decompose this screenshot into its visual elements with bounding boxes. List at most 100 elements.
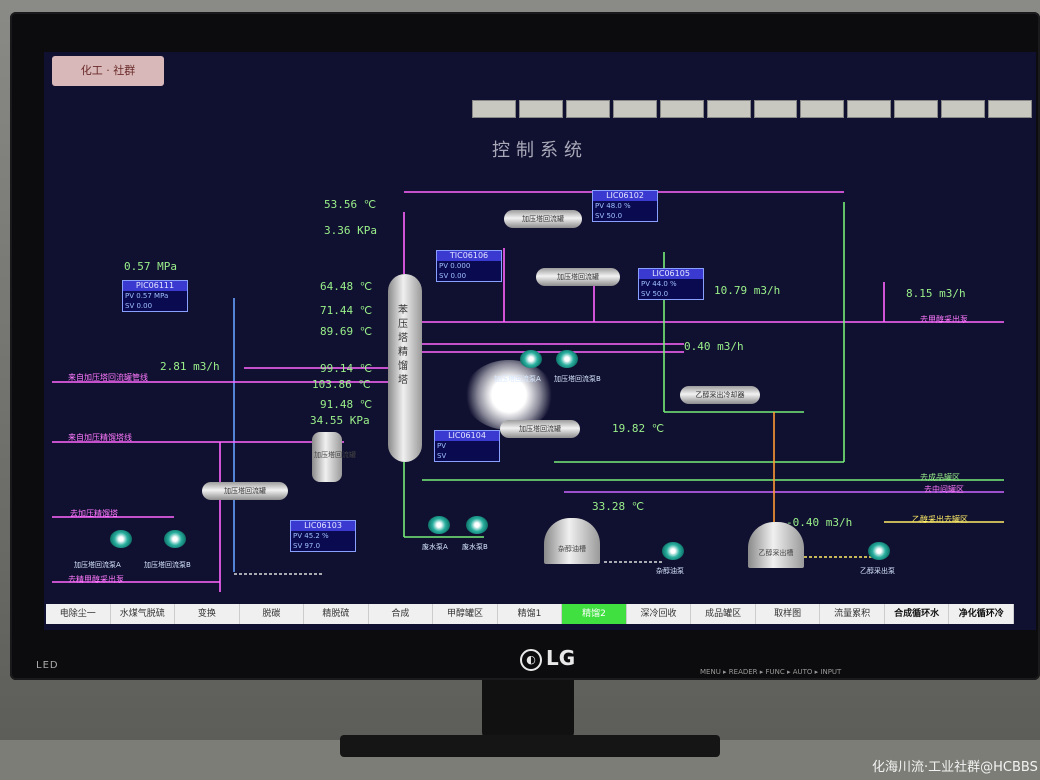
toolbar-button[interactable] [753, 100, 798, 118]
tank-label: 杂醇油槽 [558, 545, 586, 553]
tag-pv: PV 0.57 MPa [125, 292, 169, 300]
tag-name: TIC06106 [437, 251, 501, 261]
fusel-oil-tank[interactable]: 杂醇油槽 [544, 518, 600, 564]
tray-temp-6: 91.48 ℃ [320, 398, 373, 411]
pump-label: 乙醇采出泵 [860, 567, 895, 575]
toolbar-button[interactable] [472, 100, 516, 118]
monitor-stand-base [340, 735, 720, 757]
right-out-label: 去甲醇采出泵 [920, 315, 968, 324]
right-out-label: 去中间罐区 [924, 485, 964, 494]
drum-label: 加压塔回流罐 [522, 215, 564, 223]
tag-pv: PV 0.000 [439, 262, 471, 270]
pump-label: 加压塔回流泵B [144, 561, 191, 569]
nav-tab[interactable]: 取样图 [756, 604, 821, 624]
nav-tab[interactable]: 精馏2 [562, 604, 627, 624]
toolbar-button[interactable] [847, 100, 892, 118]
main-distillation-column[interactable]: 苯压塔精馏塔 [388, 274, 422, 462]
hmi-title: 控制系统 [492, 140, 588, 161]
toolbar-button[interactable] [612, 100, 657, 118]
reflux-flow-value: 10.79 m3/h [714, 284, 781, 297]
nav-tab[interactable]: 甲醇罐区 [433, 604, 498, 624]
right-flow-value: 8.15 m3/h [906, 287, 966, 300]
pump-label: 加压塔回流泵A [74, 561, 121, 569]
nav-tab[interactable]: 净化循环冷 [949, 604, 1014, 624]
tank-label: 乙醇采出槽 [758, 549, 794, 557]
toolbar-button[interactable] [941, 100, 986, 118]
reflux-drum-left[interactable]: 加压塔回流罐 [202, 482, 288, 500]
nav-tab[interactable]: 流量累积 [820, 604, 885, 624]
tank-temp-value: 33.28 ℃ [592, 500, 645, 513]
feed-in2-label: 来自加压精馏塔线 [68, 433, 132, 442]
reflux-drum-mid[interactable]: 加压塔回流罐 [500, 420, 580, 438]
left-pressure-value: 0.57 MPa [124, 260, 177, 273]
pump-icon[interactable] [662, 542, 684, 560]
pump-label: 杂醇油泵 [656, 567, 684, 575]
tag-name: LIC06105 [639, 269, 703, 279]
monitor-menu-hint: MENU ▸ READER ▸ FUNC ▸ AUTO ▸ INPUT [700, 668, 842, 676]
drum-label: 乙醇采出冷却器 [695, 391, 745, 399]
lic-faceplate-top[interactable]: LIC06102 PV 48.0 % SV 50.0 [592, 190, 658, 222]
right-out-label: 乙醇采出去罐区 [912, 515, 968, 524]
tag-name: LIC06102 [593, 191, 657, 201]
nav-tab[interactable]: 精馏1 [498, 604, 563, 624]
feed-in-label: 来自加压塔回流罐管线 [68, 373, 148, 382]
pump-icon[interactable] [520, 350, 542, 368]
reflux-drum-right[interactable]: 加压塔回流罐 [536, 268, 620, 286]
drum-label: 加压塔回流罐 [519, 425, 561, 433]
pump-label: 废水泵A [422, 543, 448, 551]
pump-label: 加压塔回流泵A [494, 375, 541, 383]
bottom-pressure-value: 34.55 KPa [310, 414, 370, 427]
nav-tab[interactable]: 成品罐区 [691, 604, 756, 624]
process-piping [52, 191, 1004, 592]
screen-glare [464, 360, 554, 430]
lic-faceplate-mid[interactable]: LIC06104 PV SV [434, 430, 500, 462]
nav-tab[interactable]: 变换 [175, 604, 240, 624]
tag-sv: SV 50.0 [595, 212, 623, 220]
side-flow-value: 0.40 m3/h [684, 340, 744, 353]
nav-tab[interactable]: 电除尘一 [46, 604, 111, 624]
tic-faceplate[interactable]: TIC06106 PV 0.000 SV 0.00 [436, 250, 502, 282]
tag-name: LIC06104 [435, 431, 499, 441]
lg-logo: ◐LG [520, 646, 575, 671]
drum-label: 加压塔回流罐 [224, 487, 266, 495]
pump-icon[interactable] [164, 530, 186, 548]
vessel-label: 加压塔回流罐 [314, 451, 356, 459]
nav-tab[interactable]: 深冷回收 [627, 604, 692, 624]
ethanol-tank[interactable]: 乙醇采出槽 [748, 522, 804, 568]
pic-faceplate[interactable]: PIC06111 PV 0.57 MPa SV 0.00 [122, 280, 188, 312]
toolbar-button[interactable] [800, 100, 845, 118]
pump-icon[interactable] [110, 530, 132, 548]
drum-label: 加压塔回流罐 [557, 273, 599, 281]
lic06103-faceplate[interactable]: LIC06103 PV 45.2 % SV 97.0 [290, 520, 356, 552]
reflux-drum-top[interactable]: 加压塔回流罐 [504, 210, 582, 228]
nav-tab[interactable]: 合成循环水 [885, 604, 950, 624]
nav-tab[interactable]: 水煤气脱硫 [111, 604, 176, 624]
pump-icon[interactable] [428, 516, 450, 534]
nav-tab[interactable]: 精脱硫 [304, 604, 369, 624]
nav-tab[interactable]: 合成 [369, 604, 434, 624]
tray-temp-5: 103.86 ℃ [312, 378, 371, 391]
vertical-vessel[interactable]: 加压塔回流罐 [312, 432, 356, 482]
pump-icon[interactable] [466, 516, 488, 534]
ethanol-cooler-drum[interactable]: 乙醇采出冷却器 [680, 386, 760, 404]
tag-pv: PV [437, 442, 447, 450]
toolbar-button[interactable] [706, 100, 751, 118]
tag-sv: SV [437, 452, 447, 460]
toolbar-button[interactable] [988, 100, 1033, 118]
hmi-toolbar [472, 100, 1033, 120]
lic-faceplate-right[interactable]: LIC06105 PV 44.0 % SV 50.0 [638, 268, 704, 300]
pump-icon[interactable] [556, 350, 578, 368]
tag-sv: SV 0.00 [439, 272, 467, 280]
nav-tab[interactable]: 脱碳 [240, 604, 305, 624]
toolbar-button[interactable] [518, 100, 563, 118]
mid-temp-value: 19.82 ℃ [612, 422, 665, 435]
toolbar-button[interactable] [894, 100, 939, 118]
toolbar-button[interactable] [659, 100, 704, 118]
pump-label: 废水泵B [462, 543, 488, 551]
tag-pv: PV 44.0 % [641, 280, 677, 288]
toolbar-button[interactable] [565, 100, 610, 118]
pump-icon[interactable] [868, 542, 890, 560]
hmi-logo: 化工 · 社群 [52, 56, 164, 86]
tag-name: LIC06103 [291, 521, 355, 531]
tray-temp-4: 99.14 ℃ [320, 362, 373, 375]
